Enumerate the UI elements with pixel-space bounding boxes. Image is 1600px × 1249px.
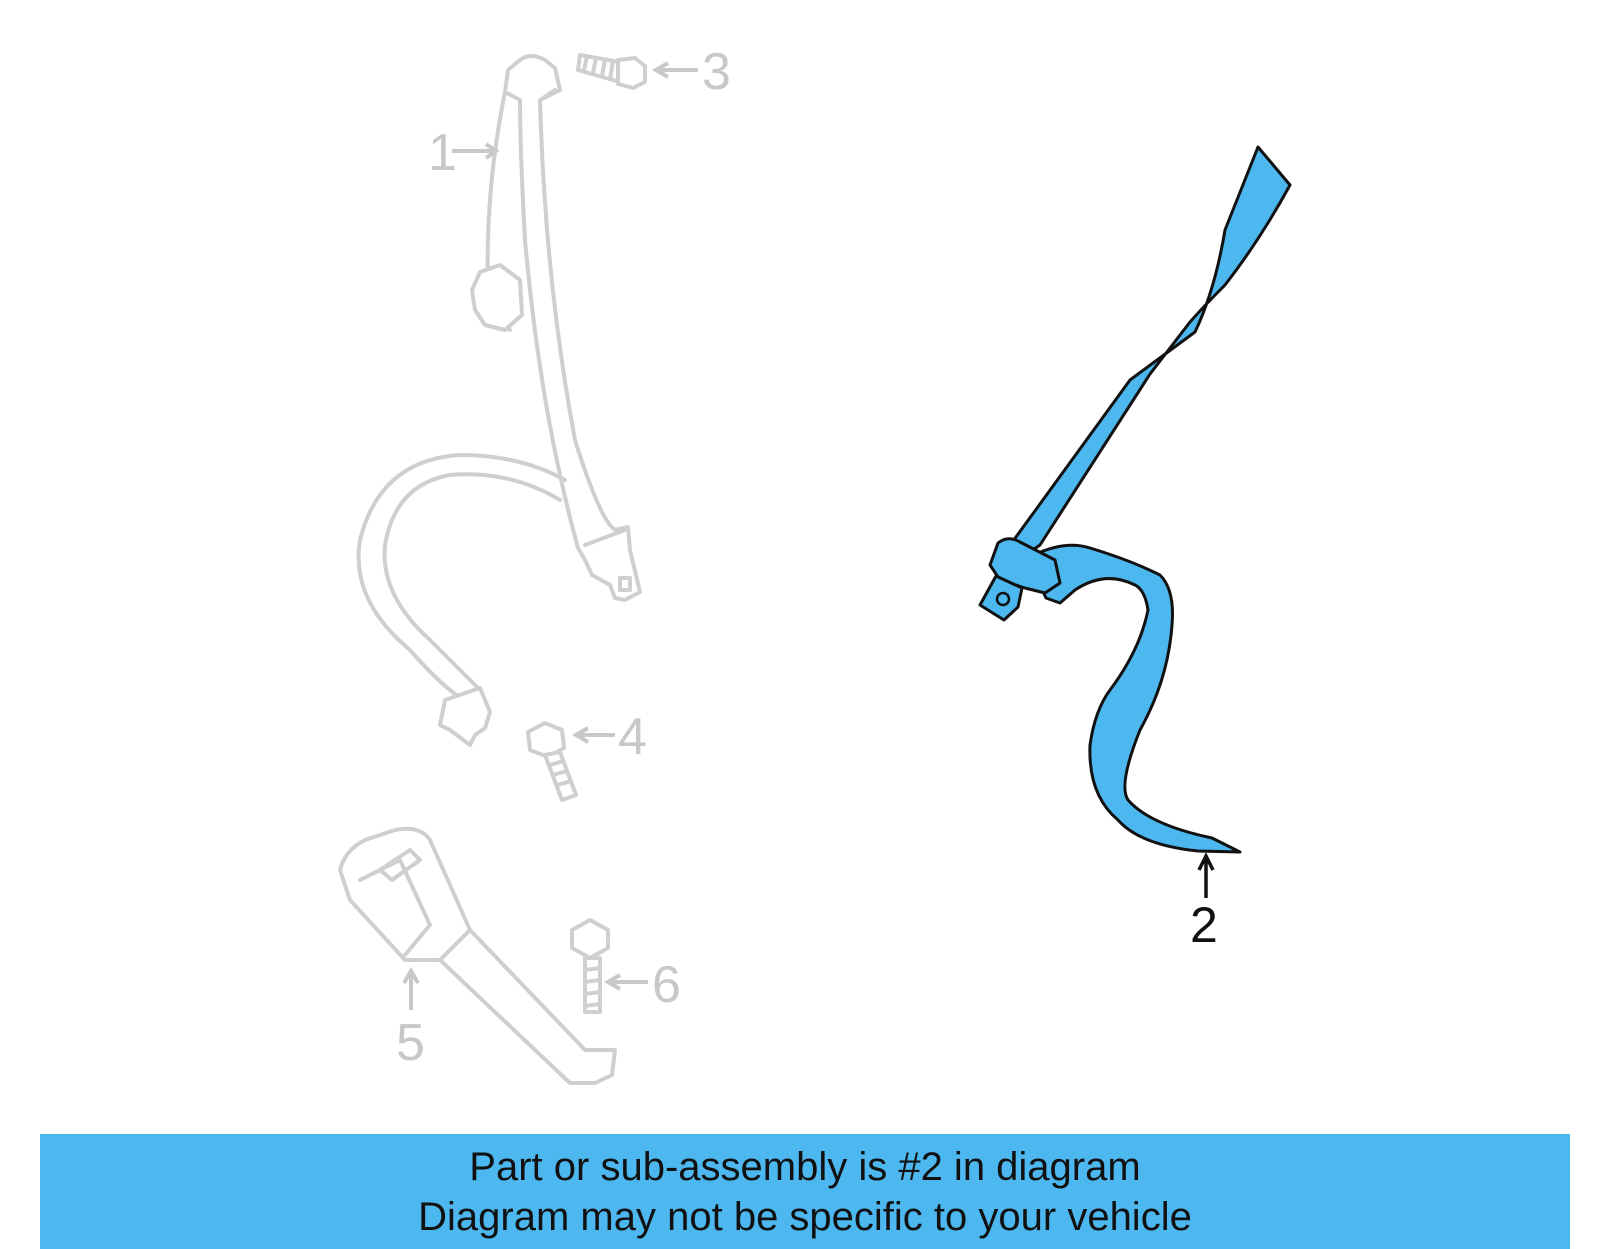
banner-line-1: Part or sub-assembly is #2 in diagram (469, 1144, 1141, 1189)
part-1-shoulder-belt-ghost (470, 54, 642, 602)
callout-5: 5 (396, 1014, 425, 1072)
part-3-bolt-ghost (576, 53, 647, 90)
part-2-highlighted-belt (978, 145, 1292, 854)
callout-4: 4 (618, 708, 647, 766)
banner-line-2: Diagram may not be specific to your vehi… (418, 1194, 1192, 1239)
info-banner: Part or sub-assembly is #2 in diagram Di… (40, 1134, 1570, 1249)
part-6-bolt-ghost (570, 918, 610, 1014)
part-5-buckle-ghost (338, 826, 617, 1085)
ghost-callout-arrows (402, 61, 698, 1010)
callout-3: 3 (702, 43, 731, 101)
callout-6: 6 (652, 956, 681, 1014)
callout-2: 2 (1190, 897, 1218, 953)
part-1-lap-loop-ghost (356, 453, 567, 747)
callout-1: 1 (428, 124, 457, 182)
callout-2-arrow (1197, 852, 1215, 898)
part-4-bolt-ghost (526, 721, 578, 802)
